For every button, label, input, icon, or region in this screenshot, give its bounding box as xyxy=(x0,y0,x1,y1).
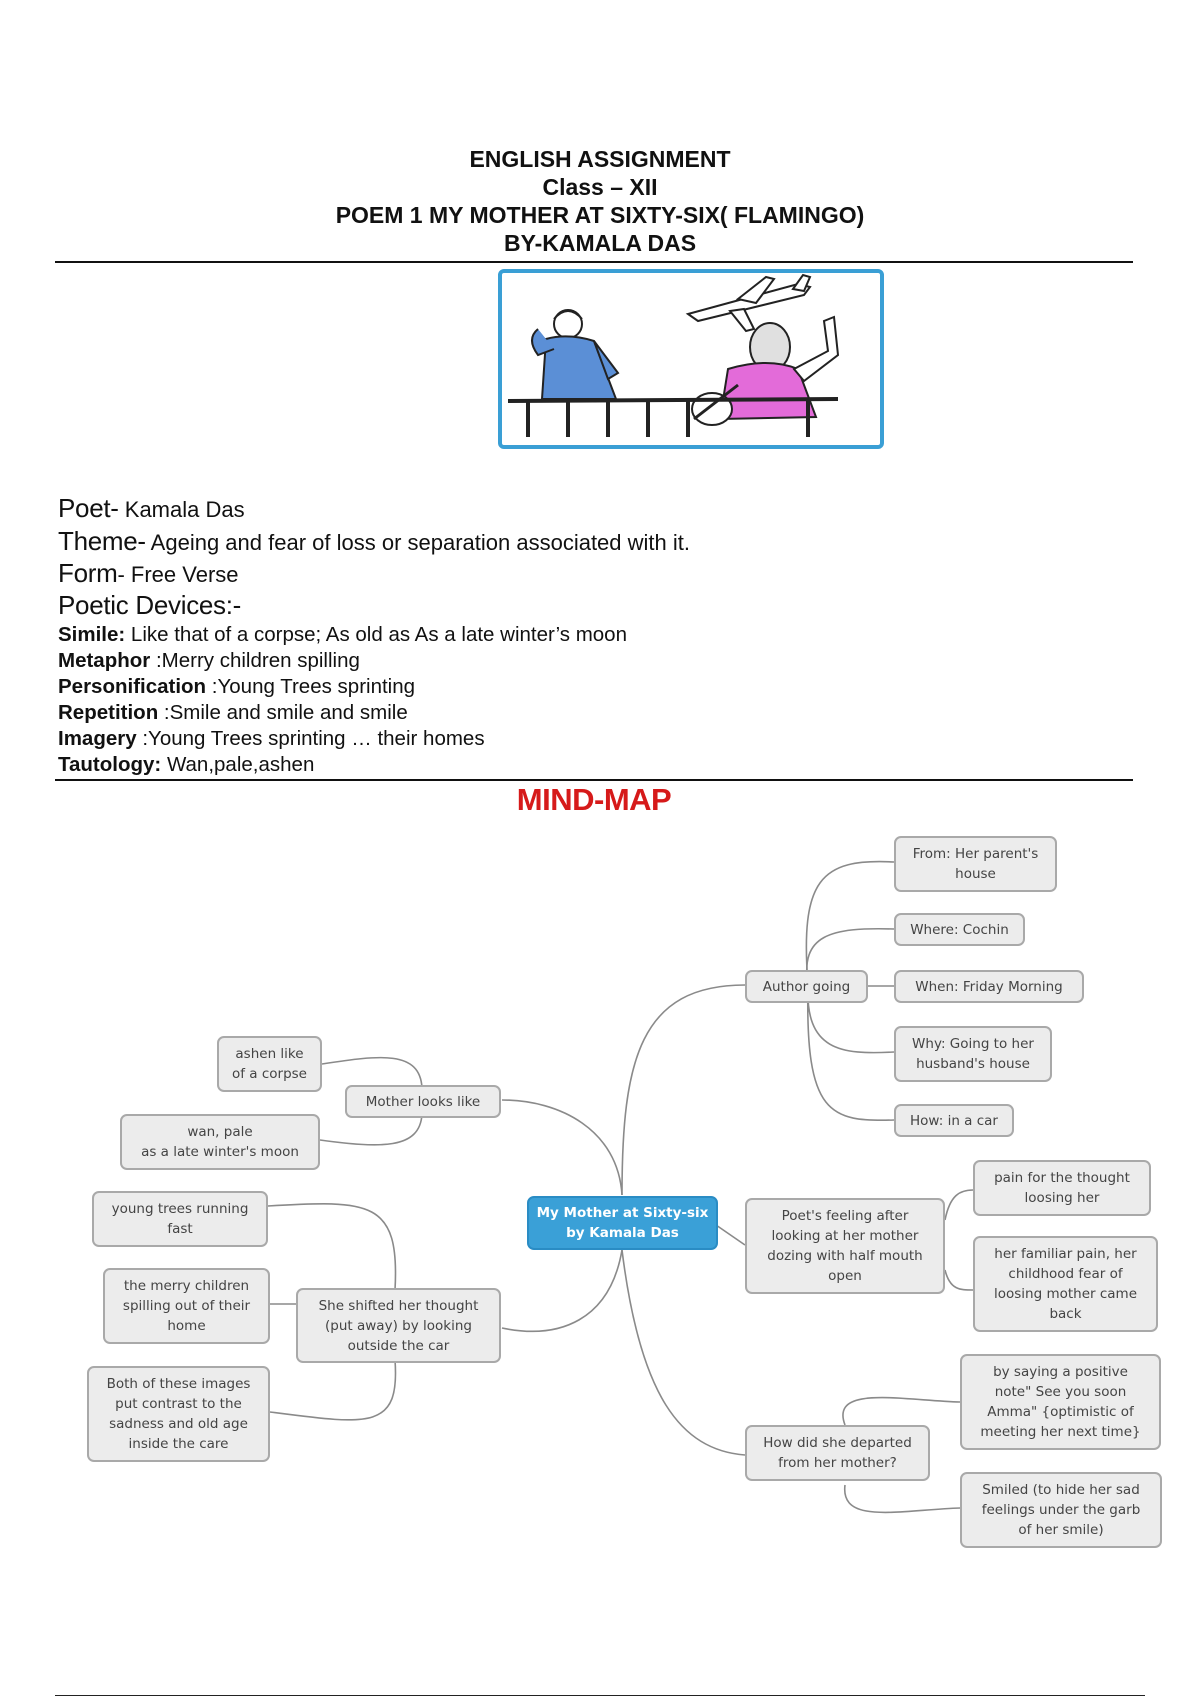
theme-line: Theme- Ageing and fear of loss or separa… xyxy=(58,526,690,557)
devices-label: Poetic Devices:- xyxy=(58,590,242,620)
devices-heading: Poetic Devices:- xyxy=(58,590,241,621)
node-author-going: Author going xyxy=(745,970,868,1003)
node-when: When: Friday Morning xyxy=(894,970,1084,1003)
mindmap-center-node: My Mother at Sixty-six by Kamala Das xyxy=(527,1196,718,1250)
node-poet-feeling: Poet's feeling after looking at her moth… xyxy=(745,1198,945,1294)
node-shifted-thought: She shifted her thought (put away) by lo… xyxy=(296,1288,501,1363)
mindmap-title: MIND-MAP xyxy=(516,782,672,817)
theme-label: Theme- xyxy=(58,526,146,556)
node-smiled: Smiled (to hide her sad feelings under t… xyxy=(960,1472,1162,1548)
poet-value: Kamala Das xyxy=(118,497,245,522)
assignment-title: ENGLISH ASSIGNMENT xyxy=(469,146,731,172)
airplane-icon xyxy=(685,273,812,333)
node-mother-looks-like: Mother looks like xyxy=(345,1085,501,1118)
node-positive-note: by saying a positive note" See you soon … xyxy=(960,1354,1161,1450)
mother-figure xyxy=(531,309,620,400)
node-why: Why: Going to her husband's house xyxy=(894,1026,1052,1082)
poet-line: Poet- Kamala Das xyxy=(58,493,245,524)
node-from: From: Her parent's house xyxy=(894,836,1057,892)
footer-divider xyxy=(55,1695,1145,1696)
node-wan-pale: wan, pale as a late winter's moon xyxy=(120,1114,320,1170)
poet-label: Poet- xyxy=(58,493,119,523)
theme-value: Ageing and fear of loss or separation as… xyxy=(145,530,690,555)
node-young-trees: young trees running fast xyxy=(92,1191,268,1247)
node-ashen: ashen like of a corpse xyxy=(217,1036,322,1092)
device-imagery: Imagery :Young Trees sprinting … their h… xyxy=(58,727,485,750)
header-divider xyxy=(55,261,1133,263)
node-where: Where: Cochin xyxy=(894,913,1025,946)
node-merry-children: the merry children spilling out of their… xyxy=(103,1268,270,1344)
node-familiar-pain: her familiar pain, her childhood fear of… xyxy=(973,1236,1158,1332)
device-repetition: Repetition :Smile and smile and smile xyxy=(58,701,408,724)
railing xyxy=(507,397,839,437)
devices-divider xyxy=(55,779,1133,781)
poem-title: POEM 1 MY MOTHER AT SIXTY-SIX( FLAMINGO) xyxy=(335,202,865,228)
form-line: Form- Free Verse xyxy=(58,558,239,589)
form-value: - Free Verse xyxy=(117,562,239,587)
form-label: Form xyxy=(58,558,118,588)
device-personification: Personification :Young Trees sprinting xyxy=(58,675,416,698)
node-departed: How did she departed from her mother? xyxy=(745,1425,930,1481)
poem-illustration xyxy=(498,269,884,449)
node-pain-thought: pain for the thought loosing her xyxy=(973,1160,1151,1216)
daughter-figure xyxy=(691,315,840,426)
class-label: Class – XII xyxy=(542,174,658,200)
device-tautology: Tautology: Wan,pale,ashen xyxy=(58,753,315,776)
device-simile: Simile: Like that of a corpse; As old as… xyxy=(58,623,627,646)
node-contrast: Both of these images put contrast to the… xyxy=(87,1366,270,1462)
poem-author: BY-KAMALA DAS xyxy=(503,230,697,256)
node-how: How: in a car xyxy=(894,1104,1014,1137)
device-metaphor: Metaphor :Merry children spilling xyxy=(58,649,360,672)
